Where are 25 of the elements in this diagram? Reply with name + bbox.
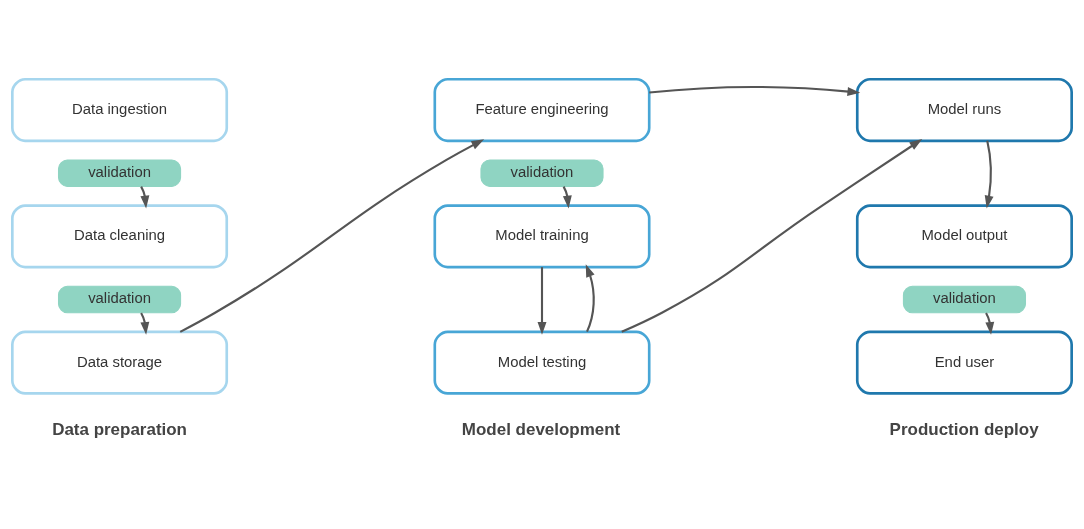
node-box: Data storage [11, 330, 229, 395]
label: Production deploy [889, 419, 1039, 439]
arrow [621, 138, 923, 333]
node-box: validation [902, 285, 1026, 313]
node-box: Model testing [433, 330, 651, 395]
arrow [537, 266, 547, 335]
arrow [562, 185, 572, 208]
node-box: validation [480, 158, 604, 187]
node-box: End user [855, 330, 1073, 395]
arrow [585, 263, 595, 332]
label: Data preparation [52, 419, 187, 439]
arrow [140, 311, 150, 335]
arrow [649, 85, 861, 96]
node-box: Model runs [855, 77, 1073, 142]
node-box: Data cleaning [11, 203, 229, 268]
arrow [140, 185, 150, 208]
arrow [984, 140, 994, 208]
arrow [179, 138, 485, 333]
label: Model development [461, 419, 621, 439]
node-box: validation [58, 158, 182, 187]
node-box: Data ingestion [11, 77, 229, 142]
node-box: Feature engineering [433, 77, 651, 142]
node-box: Model training [433, 203, 651, 268]
node-box: validation [58, 285, 182, 313]
node-box: Model output [855, 203, 1073, 268]
